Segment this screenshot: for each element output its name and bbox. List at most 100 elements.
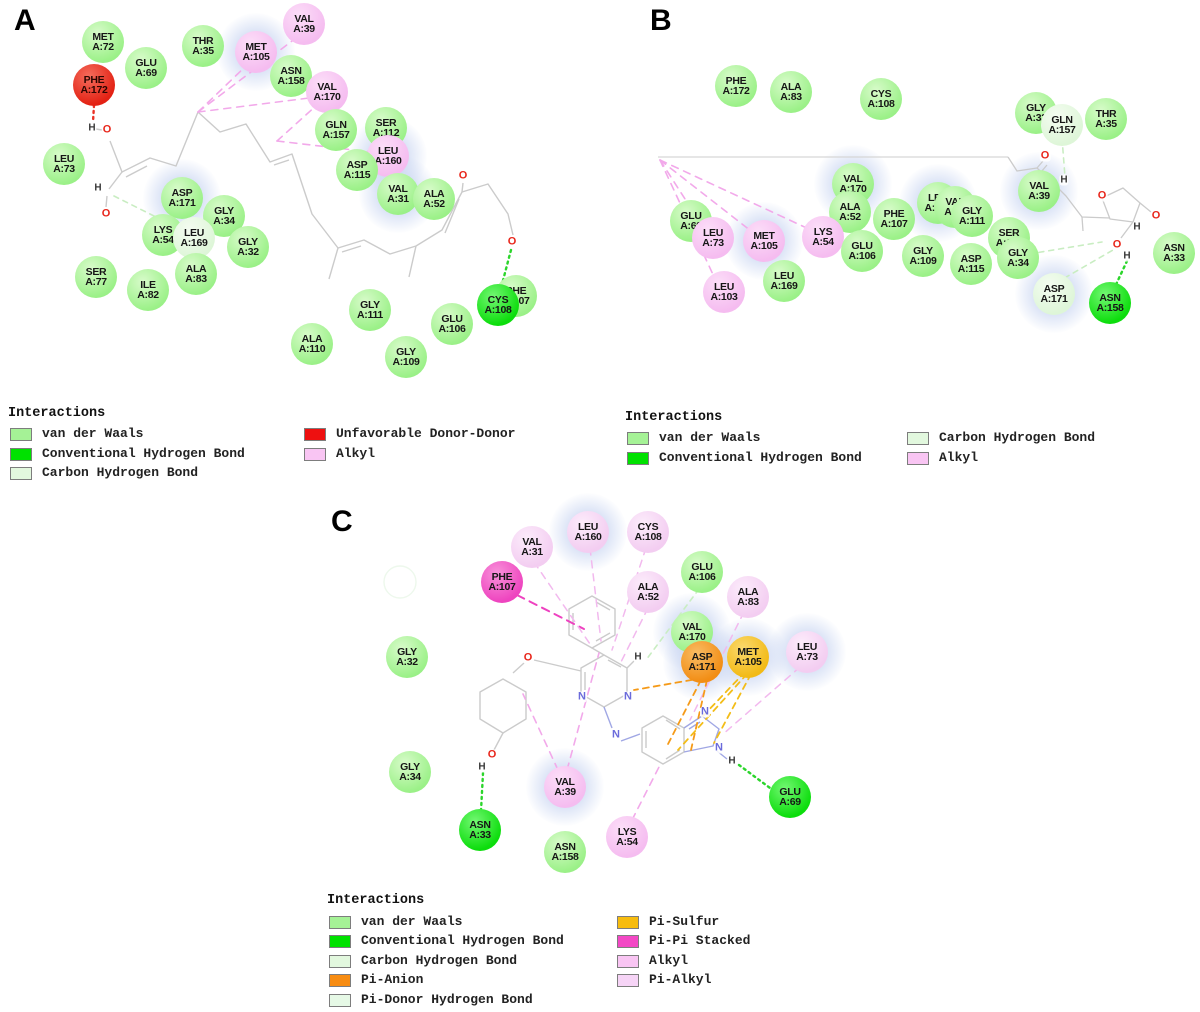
residue-chain: A:54: [152, 234, 174, 246]
legend-label: Alkyl: [336, 445, 376, 461]
residue-chain: A:171: [688, 661, 716, 673]
residue-chain: A:83: [737, 596, 759, 608]
residue-name: VAL: [522, 536, 542, 548]
residue-chain: A:172: [722, 85, 750, 97]
residue-name: ILE: [140, 279, 156, 291]
residue-chain: A:52: [637, 591, 659, 603]
legend-swatch: [304, 447, 326, 461]
residue-chain: A:107: [488, 581, 516, 593]
residue-chain: A:160: [574, 531, 602, 543]
residue-name: GLU: [441, 313, 463, 325]
residue-name: GLY: [962, 205, 982, 217]
residue-chain: A:115: [343, 169, 371, 181]
residue-name: LYS: [617, 826, 637, 838]
residue-chain: A:69: [779, 796, 801, 808]
residue-name: VAL: [317, 81, 337, 93]
residue-name: ASN: [1099, 292, 1121, 304]
ligand-structure-panel-c: [383, 565, 728, 765]
residue-chain: A:35: [192, 45, 214, 57]
legend-label: Conventional Hydrogen Bond: [361, 933, 564, 949]
residue-name: GLN: [1051, 114, 1073, 126]
residue-name: GLY: [214, 205, 234, 217]
residue-chain: A:108: [484, 304, 512, 316]
legend-swatch: [304, 428, 326, 441]
residue-chain: A:108: [634, 531, 662, 543]
interaction-line-alkyl: [276, 103, 319, 142]
residue-name: PHE: [491, 571, 513, 583]
residue-name: PHE: [83, 74, 105, 86]
residue-name: VAL: [388, 183, 408, 195]
legend-swatch: [329, 916, 351, 929]
residue-chain: A:105: [242, 51, 270, 63]
residue-name: GLY: [360, 299, 380, 311]
residue-chain: A:82: [137, 289, 159, 301]
atom-label-H: H: [727, 755, 737, 767]
residue-chain: A:111: [959, 215, 985, 227]
atom-label-H: H: [477, 761, 487, 773]
residue-name: GLY: [397, 646, 417, 658]
interaction-line-alkyl: [659, 159, 812, 231]
legend-label: van der Waals: [361, 914, 463, 929]
residue-chain: A:69: [680, 220, 702, 232]
interaction-line-alkyl: [659, 159, 752, 232]
residue-name: SER: [998, 227, 1020, 239]
residue-name: SER: [85, 266, 107, 278]
residue-chain: A:169: [770, 280, 798, 292]
legend-label: van der Waals: [659, 430, 761, 445]
residue-name: LYS: [813, 226, 833, 238]
atom-label-H: H: [633, 651, 643, 663]
interaction-line-alkyl: [197, 96, 318, 113]
residue-chain: A:169: [180, 237, 208, 249]
residue-chain: A:105: [750, 240, 778, 252]
panel-a-label: A: [14, 4, 36, 37]
residue-name: PHE: [725, 75, 747, 87]
residue-chain: A:34: [213, 215, 235, 227]
legend-label: Conventional Hydrogen Bond: [42, 445, 245, 461]
residue-name: PHE: [505, 285, 527, 297]
legend-swatch: [617, 916, 639, 929]
residue-chain: A:73: [702, 237, 724, 249]
atom-label-H: H: [87, 122, 97, 134]
residue-chain: A:31: [521, 546, 543, 558]
residue-chain: A:160: [374, 155, 402, 167]
residue-chain: A:83: [780, 91, 802, 103]
residue-name: PHE: [883, 208, 905, 220]
residue-name: CYS: [637, 521, 659, 533]
atom-label-N: N: [577, 690, 587, 703]
legend-swatch: [10, 428, 32, 441]
residue-name: GLY: [913, 245, 933, 257]
legend-swatch: [617, 954, 639, 968]
residue-chain: A:83: [185, 273, 207, 285]
legend-swatch: [329, 974, 351, 988]
residue-chain: A:108: [867, 98, 895, 110]
atom-label-O: O: [1096, 189, 1108, 202]
residue-name: CYS: [487, 294, 509, 306]
interaction-line-carbon-hbond: [1061, 137, 1066, 178]
residue-chain: A:106: [848, 250, 876, 262]
residue-name: ASP: [1043, 283, 1065, 295]
